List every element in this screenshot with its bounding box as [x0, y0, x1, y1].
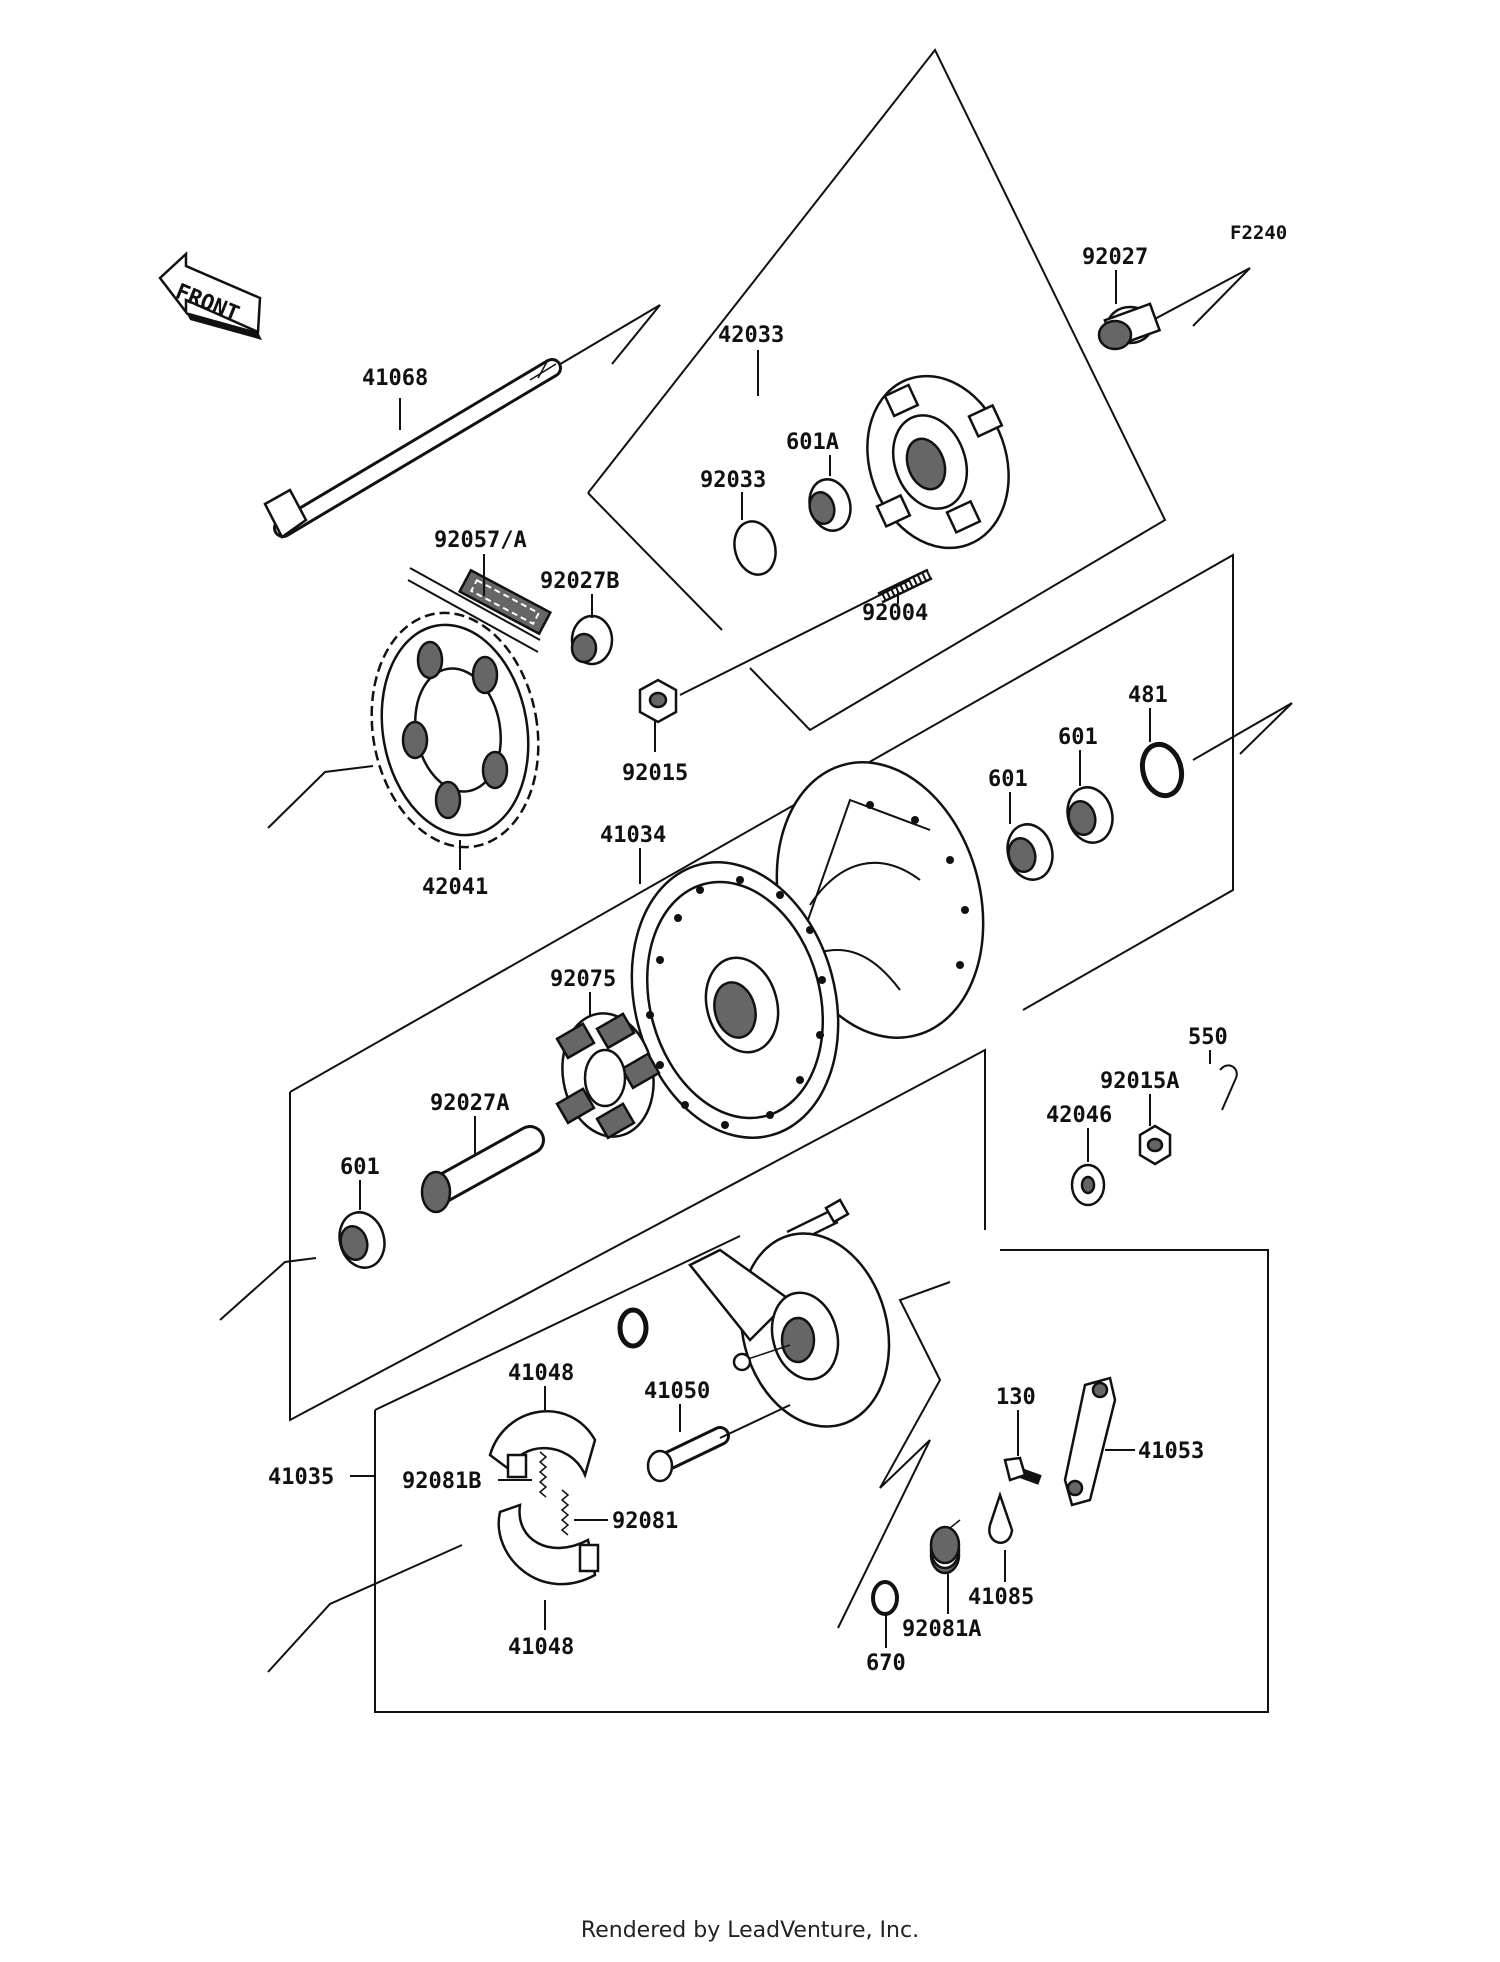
bearing-601-top [1066, 786, 1114, 844]
bolt [786, 1198, 850, 1246]
stud-92004 [877, 568, 933, 604]
label-92075: 92075 [550, 967, 616, 992]
label-41050: 41050 [644, 1379, 710, 1404]
figure-code: F2240 [1230, 222, 1288, 244]
sprocket-42041 [370, 611, 540, 849]
cotter-pin-550 [1219, 1064, 1238, 1111]
circlip-brake [617, 1307, 649, 1349]
axis-break-41068 [529, 304, 661, 383]
label-41068: 41068 [362, 366, 428, 391]
brake-shoe-41048-top [488, 1410, 597, 1479]
bearing-601A [808, 478, 852, 532]
collar-92027B [570, 614, 614, 666]
spring-92081 [560, 1489, 570, 1536]
spacer-92027 [1097, 302, 1162, 351]
washer-42046 [1070, 1163, 1106, 1207]
axis-break-481 [1192, 702, 1293, 761]
label-42041: 42041 [422, 875, 488, 900]
spring-92081B [538, 1451, 548, 1498]
axle-41068 [263, 358, 562, 539]
wheel-hub-41034 [630, 761, 985, 1139]
label-130: 130 [996, 1385, 1036, 1410]
axis-break-41048 [267, 1544, 463, 1673]
brake-lever-41053 [1063, 1376, 1117, 1507]
label-550: 550 [1188, 1025, 1228, 1050]
label-481: 481 [1128, 683, 1168, 708]
chain-92057A [407, 567, 553, 653]
brake-panel [688, 1232, 891, 1428]
bolt-130 [1003, 1456, 1042, 1485]
label-41048-bot: 41048 [508, 1635, 574, 1660]
label-92015A: 92015A [1100, 1069, 1179, 1094]
damper-92075 [555, 1012, 661, 1140]
label-601-mid: 601 [988, 767, 1028, 792]
group-41034-outline [289, 553, 1234, 1093]
group-41034-outline-lower [289, 1048, 986, 1422]
label-42046: 42046 [1046, 1103, 1112, 1128]
footer-credit: Rendered by LeadVenture, Inc. [580, 1918, 920, 1943]
axis-break-601 [219, 1257, 317, 1321]
label-41085: 41085 [968, 1585, 1034, 1610]
nut-92015 [638, 678, 678, 724]
circlip-92033 [733, 520, 777, 576]
front-direction-arrow: FRONT [158, 251, 262, 340]
label-41053: 41053 [1138, 1439, 1204, 1464]
leader-92004-axis [679, 579, 911, 696]
brake-shoe-41048-bottom [497, 1503, 600, 1586]
spring-92081A [929, 1519, 961, 1575]
label-92081: 92081 [612, 1509, 678, 1534]
label-41048-top: 41048 [508, 1361, 574, 1386]
cam-41050 [646, 1426, 730, 1483]
label-92015: 92015 [622, 761, 688, 786]
axis-break-42041 [267, 765, 374, 829]
label-42033: 42033 [718, 323, 784, 348]
group-42033-outline-edge [587, 492, 723, 631]
label-92027A: 92027A [430, 1091, 509, 1116]
bearing-601-left [338, 1211, 386, 1269]
label-92081A: 92081A [902, 1617, 981, 1642]
wear-indicator-41085 [988, 1491, 1014, 1544]
bearing-601-mid [1006, 823, 1054, 881]
sprocket-flange-42033 [866, 374, 1010, 550]
label-92033: 92033 [700, 468, 766, 493]
label-92081B: 92081B [402, 1469, 481, 1494]
label-92004: 92004 [862, 601, 928, 626]
nut-92015A [1138, 1124, 1172, 1166]
o-ring-670 [871, 1580, 899, 1616]
label-92057A: 92057/A [434, 528, 527, 553]
axis-break-lower [837, 1281, 951, 1629]
axis-break-92027 [1109, 267, 1251, 344]
label-601-left: 601 [340, 1155, 380, 1180]
group-41035-outline-edge [374, 1235, 741, 1411]
group-42033-outline [587, 48, 1167, 732]
label-92027: 92027 [1082, 245, 1148, 270]
group-41035-outline [374, 1249, 1269, 1713]
label-670: 670 [866, 1651, 906, 1676]
label-41034: 41034 [600, 823, 666, 848]
label-92027B: 92027B [540, 569, 619, 594]
label-41035: 41035 [268, 1465, 334, 1490]
label-601A: 601A [786, 430, 839, 455]
circlip-481 [1139, 741, 1185, 799]
cam-axis [719, 1404, 791, 1439]
collar-92027A [420, 1125, 545, 1214]
label-601-top: 601 [1058, 725, 1098, 750]
